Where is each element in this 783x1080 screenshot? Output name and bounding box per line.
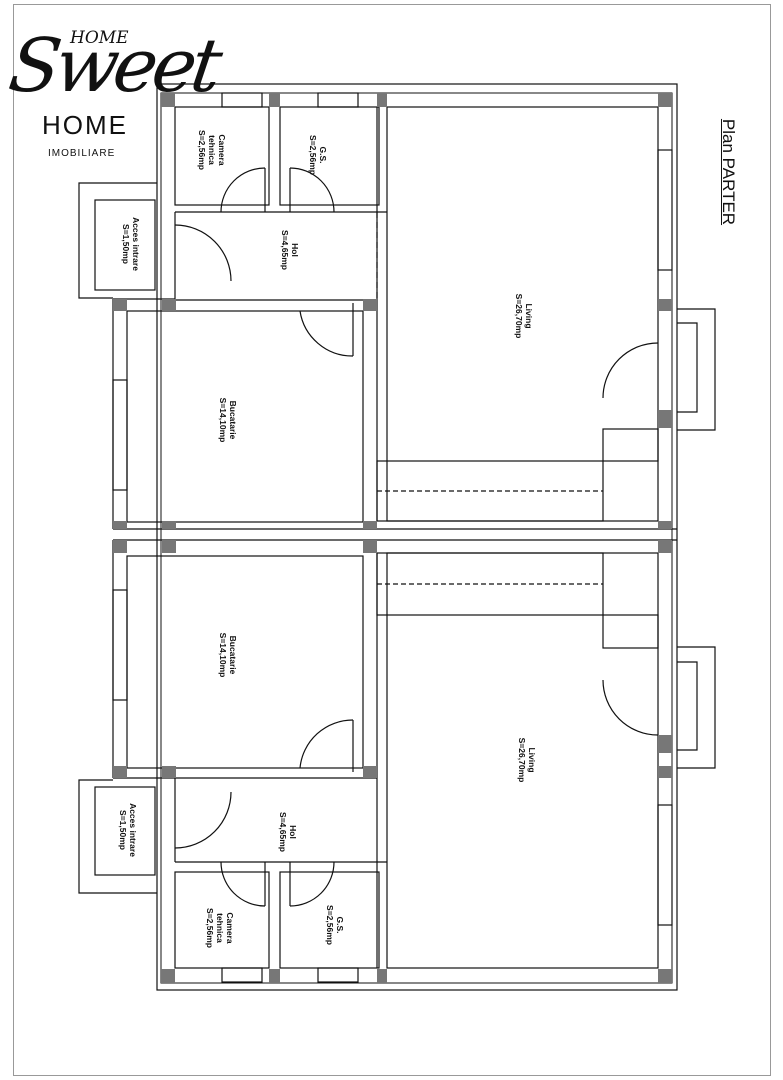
porch-outline <box>78 779 157 894</box>
room-outline <box>126 310 364 523</box>
room-outline <box>279 106 380 206</box>
room-name: Living <box>524 303 534 329</box>
stair-landing <box>602 428 659 462</box>
logo-home-text: HOME <box>42 110 128 140</box>
room-area: S=2,56mp <box>205 908 215 948</box>
door-swing <box>299 310 354 357</box>
window <box>317 92 359 108</box>
door-swing <box>602 679 659 736</box>
porch-inner <box>94 786 156 876</box>
logo-imobiliare-text: IMOBILIARE <box>48 148 116 159</box>
window <box>112 379 128 491</box>
door-swing <box>299 719 354 769</box>
stair-landing <box>602 614 659 649</box>
room-area: S=2,56mp <box>197 130 207 170</box>
logo-home-top-text: HOME <box>70 28 129 48</box>
door-swing <box>602 342 659 399</box>
room-name: Camera tehnica <box>215 912 235 944</box>
window <box>221 967 263 983</box>
room-area: S=14,10mp <box>218 397 228 443</box>
door-swing <box>289 167 335 213</box>
outer-wall <box>156 83 678 991</box>
room-name: Hol <box>290 243 300 257</box>
door-swing <box>220 167 266 213</box>
room-name: Hol <box>288 825 298 839</box>
balcony-outline <box>677 308 716 431</box>
window <box>657 149 673 271</box>
room-area: S=4,65mp <box>280 230 290 270</box>
porch-inner <box>94 199 156 291</box>
balcony-outline <box>677 646 716 769</box>
window <box>112 589 128 701</box>
plan-title: Plan PARTER <box>719 118 738 226</box>
window <box>317 967 359 983</box>
door-swing <box>174 791 232 849</box>
window <box>657 804 673 926</box>
room-area: S=4,65mp <box>278 812 288 852</box>
room-area: S=1,50mp <box>118 810 128 850</box>
room-area: S=2,56mp <box>308 135 318 175</box>
room-area: S=26,70mp <box>514 293 524 339</box>
room-label-gs: G.S.S=2,56mp <box>308 135 328 175</box>
room-area: S=2,56mp <box>325 905 335 945</box>
room-name: G.S. <box>335 916 345 934</box>
door-swing <box>220 861 266 907</box>
room-name: Acces intrare <box>131 217 141 271</box>
drawing-border <box>13 4 771 1076</box>
room-name: Living <box>527 747 537 773</box>
brand-logo: Sweet HOME HOME IMOBILIARE <box>4 6 222 166</box>
room-name: Bucatarie <box>228 635 238 675</box>
room-name: Acces intrare <box>128 803 138 857</box>
porch-outline <box>78 182 157 299</box>
door-swing <box>289 861 335 907</box>
room-outline <box>126 555 364 769</box>
balcony-inner <box>677 661 698 751</box>
room-area: S=14,10mp <box>218 632 228 678</box>
balcony-inner <box>677 322 698 413</box>
room-area: S=1,50mp <box>121 224 131 264</box>
room-area: S=26,70mp <box>517 737 527 783</box>
door-swing <box>174 224 232 282</box>
columns <box>113 93 672 983</box>
inner-wall-line <box>160 92 673 984</box>
window <box>221 92 263 108</box>
room-name: Camera tehnica <box>207 134 227 166</box>
room-name: G.S. <box>318 146 328 164</box>
room-name: Bucatarie <box>228 400 238 440</box>
room-label-gs: G.S.S=2,56mp <box>325 905 345 945</box>
